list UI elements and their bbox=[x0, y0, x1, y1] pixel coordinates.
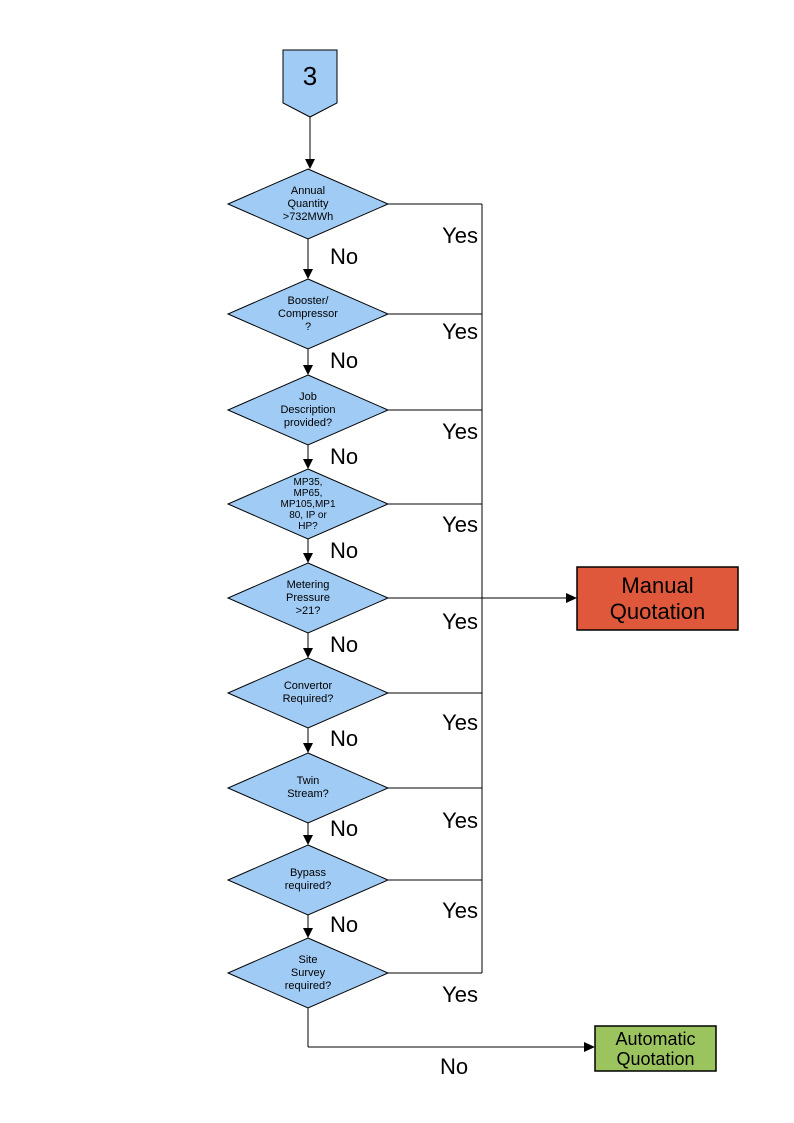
yes-label-annual-quantity: Yes bbox=[442, 223, 478, 248]
no-label-bypass-required: No bbox=[330, 912, 359, 937]
no-label-job-description: No bbox=[330, 444, 359, 469]
yes-label-metering-pressure: Yes bbox=[442, 609, 478, 634]
decision-job-description-shape bbox=[226, 374, 390, 446]
no-label-booster-compressor: No bbox=[330, 348, 359, 373]
yes-label-twin-stream: Yes bbox=[442, 808, 478, 833]
arrowhead-right-manual-quotation bbox=[566, 593, 577, 603]
no-label-site-survey: No bbox=[440, 1054, 469, 1079]
outcome-automatic-quotation-label: Automatic Quotation bbox=[615, 1028, 696, 1069]
decision-metering-pressure-shape bbox=[226, 562, 390, 634]
no-label-twin-stream: No bbox=[330, 816, 359, 841]
arrowhead-down-metering-pressure bbox=[303, 553, 313, 563]
decision-site-survey-label: Site Survey required? bbox=[284, 953, 332, 992]
no-label-metering-pressure: No bbox=[330, 632, 359, 657]
decision-booster-compressor-shape bbox=[226, 278, 390, 350]
offpage-connector-label: 3 bbox=[302, 61, 318, 91]
offpage-connector-shape bbox=[282, 49, 338, 118]
yes-label-job-description: Yes bbox=[442, 419, 478, 444]
yes-label-convertor-required: Yes bbox=[442, 710, 478, 735]
decision-booster-compressor-label: Booster/ Compressor ? bbox=[278, 294, 338, 333]
decision-site-survey-shape bbox=[226, 937, 390, 1009]
decision-twin-stream-shape bbox=[226, 752, 390, 824]
arrowhead-right-automatic-quotation bbox=[584, 1042, 595, 1052]
arrowhead-down-twin-stream bbox=[303, 743, 313, 753]
yes-label-booster-compressor: Yes bbox=[442, 319, 478, 344]
decision-convertor-required-shape bbox=[226, 657, 390, 729]
arrowhead-down-meter-type bbox=[303, 459, 313, 469]
decision-meter-type-shape bbox=[226, 468, 390, 540]
outcome-manual-quotation-shape bbox=[576, 566, 739, 631]
decision-twin-stream-label: Twin Stream? bbox=[287, 775, 329, 800]
no-label-annual-quantity: No bbox=[330, 244, 359, 269]
decision-annual-quantity-shape bbox=[226, 168, 390, 240]
arrowhead-down-job-description bbox=[303, 365, 313, 375]
decision-convertor-required-label: Convertor Required? bbox=[282, 680, 334, 705]
outcome-manual-quotation-label: Manual Quotation bbox=[609, 572, 706, 624]
no-label-convertor-required: No bbox=[330, 726, 359, 751]
arrowhead-down-convertor-required bbox=[303, 648, 313, 658]
arrowhead-down-booster-compressor bbox=[303, 269, 313, 279]
decision-bypass-required-shape bbox=[226, 844, 390, 916]
yes-label-bypass-required: Yes bbox=[442, 898, 478, 923]
decision-bypass-required-label: Bypass required? bbox=[284, 867, 332, 892]
arrowhead-down-bypass-required bbox=[303, 835, 313, 845]
decision-job-description-label: Job Description provided? bbox=[280, 390, 336, 429]
no-label-meter-type: No bbox=[330, 538, 359, 563]
decision-meter-type-label: MP35, MP65, MP105,MP1 80, IP or HP? bbox=[280, 476, 336, 532]
decision-metering-pressure-label: Metering Pressure >21? bbox=[285, 578, 331, 617]
outcome-automatic-quotation-shape bbox=[594, 1025, 717, 1072]
arrowhead-down-site-survey bbox=[303, 928, 313, 938]
yes-label-meter-type: Yes bbox=[442, 512, 478, 537]
arrowhead-down-annual-quantity bbox=[305, 159, 315, 169]
decision-annual-quantity-label: Annual Quantity >732MWh bbox=[282, 184, 334, 223]
yes-label-site-survey: Yes bbox=[442, 982, 478, 1007]
